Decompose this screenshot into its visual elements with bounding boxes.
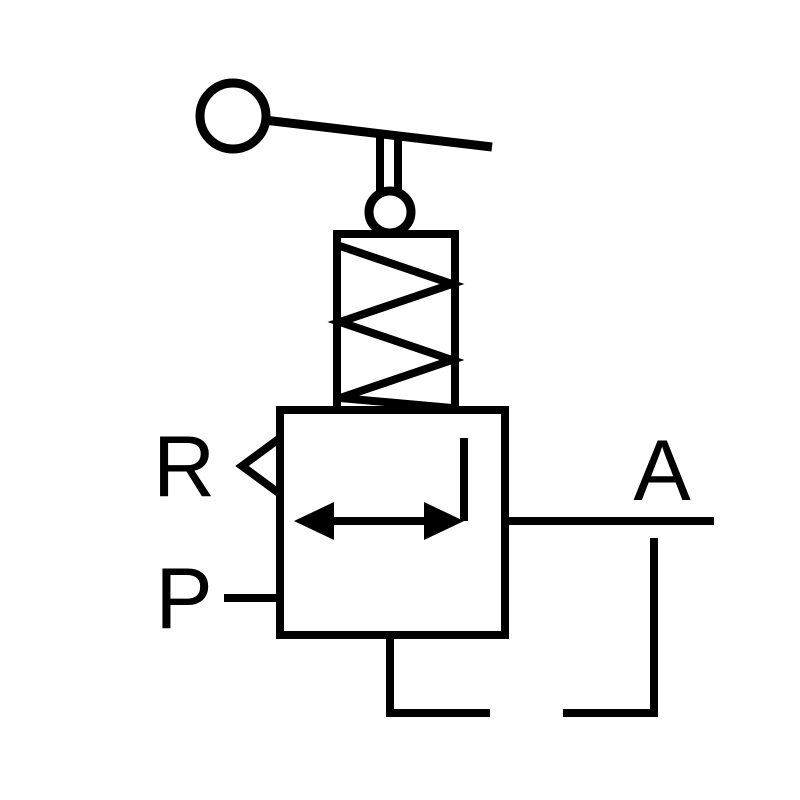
pivot-ball-circle — [364, 186, 416, 238]
spring-zigzag — [327, 242, 465, 412]
port-a-label: A — [633, 423, 691, 519]
pilot-line-left — [386, 635, 490, 717]
lever-arm-line — [263, 115, 493, 152]
spring-housing-outline — [333, 230, 459, 410]
lever-knob-circle — [195, 78, 271, 154]
pilot-line-right — [563, 538, 658, 717]
flow-arrow-left-head — [294, 502, 334, 540]
exhaust-triangle — [235, 430, 284, 502]
port-r-label: R — [153, 419, 215, 515]
flow-arrow-right-head — [424, 502, 464, 540]
port-p-label: P — [155, 551, 212, 647]
